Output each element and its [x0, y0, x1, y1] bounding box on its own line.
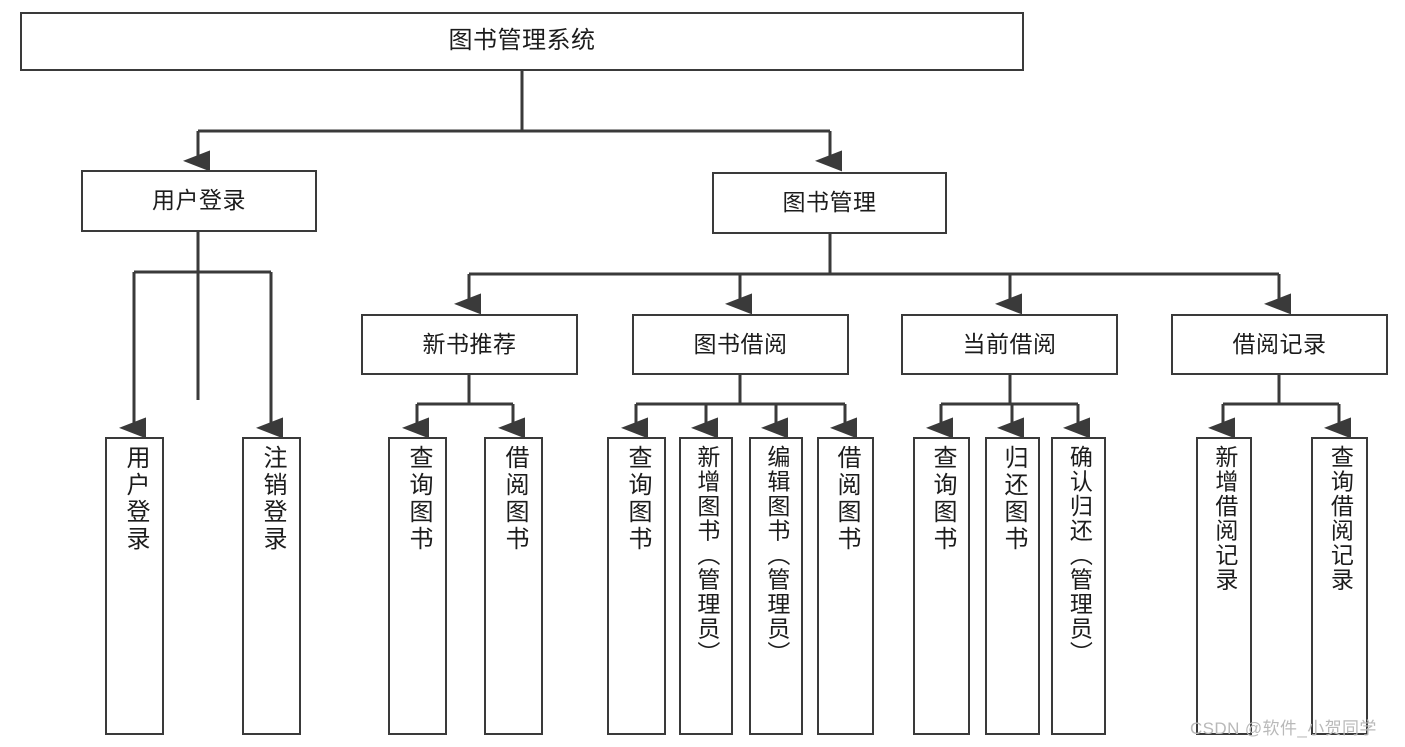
node-label: 借阅图书 [500, 445, 528, 553]
leaf-new-book-query-book[interactable]: 查询图书 [388, 437, 447, 735]
leaf-borrow-record-add-record[interactable]: 新增借阅记录 [1196, 437, 1252, 735]
node-label: 查询图书 [404, 445, 432, 553]
node-label: 图书管理 [782, 189, 877, 216]
node-label: 新增借阅记录 [1211, 445, 1238, 592]
node-new-book-recommend[interactable]: 新书推荐 [361, 314, 578, 375]
leaf-book-borrow-borrow-book[interactable]: 借阅图书 [817, 437, 874, 735]
node-user-login[interactable]: 用户登录 [81, 170, 317, 232]
node-book-management[interactable]: 图书管理 [712, 172, 947, 234]
leaf-user-login-login[interactable]: 用户登录 [105, 437, 164, 735]
node-label: 查询图书 [928, 445, 956, 553]
leaf-borrow-record-query-record[interactable]: 查询借阅记录 [1311, 437, 1368, 735]
node-label: 新增图书（管理员） [693, 445, 720, 666]
node-label: 确认归还（管理员） [1066, 445, 1093, 666]
leaf-user-login-logout[interactable]: 注销登录 [242, 437, 301, 735]
node-label: 注销登录 [258, 445, 286, 553]
leaf-current-borrow-query-book[interactable]: 查询图书 [913, 437, 970, 735]
node-label: 编辑图书（管理员） [763, 445, 790, 666]
node-label: 借阅图书 [832, 445, 860, 553]
leaf-book-borrow-add-book-admin[interactable]: 新增图书（管理员） [679, 437, 733, 735]
leaf-new-book-borrow-book[interactable]: 借阅图书 [484, 437, 543, 735]
leaf-book-borrow-edit-book-admin[interactable]: 编辑图书（管理员） [749, 437, 803, 735]
node-label: 当前借阅 [962, 330, 1057, 357]
node-label: 借阅记录 [1232, 330, 1327, 357]
node-label: 图书管理系统 [448, 27, 596, 55]
node-label: 图书借阅 [693, 330, 788, 357]
node-current-borrow[interactable]: 当前借阅 [901, 314, 1118, 375]
leaf-current-borrow-return-book[interactable]: 归还图书 [985, 437, 1040, 735]
node-label: 查询借阅记录 [1327, 445, 1354, 592]
node-label: 用户登录 [121, 445, 149, 553]
node-borrow-record[interactable]: 借阅记录 [1171, 314, 1388, 375]
leaf-book-borrow-query-book[interactable]: 查询图书 [607, 437, 666, 735]
node-label: 用户登录 [152, 187, 246, 214]
node-label: 查询图书 [623, 445, 651, 553]
node-root-system[interactable]: 图书管理系统 [20, 12, 1024, 71]
node-label: 新书推荐 [422, 330, 517, 357]
leaf-current-borrow-confirm-return-admin[interactable]: 确认归还（管理员） [1051, 437, 1106, 735]
node-label: 归还图书 [999, 445, 1027, 553]
csdn-watermark: CSDN @软件_小贺同学 [1190, 719, 1377, 738]
node-book-borrow[interactable]: 图书借阅 [632, 314, 849, 375]
